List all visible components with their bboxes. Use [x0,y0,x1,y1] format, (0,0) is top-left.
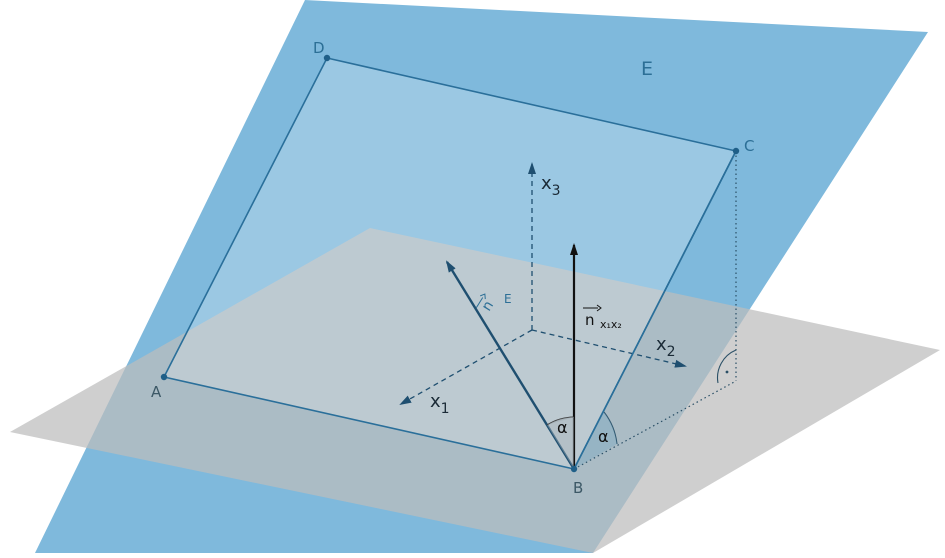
vertex-d [323,54,331,62]
label-x1: x1 [430,391,450,417]
label-plane-e: E [641,58,653,80]
x1-axis [399,329,533,405]
vertex-a [160,373,168,381]
vertex-c [732,147,740,155]
svg-text:x₁x₂: x₁x₂ [600,318,622,331]
angle-arc-planes [603,411,618,445]
label-alpha-planes: α [598,427,609,446]
angle-wedge-normals [547,417,574,469]
label-alpha-normals: α [557,418,568,437]
edge-bc [573,150,737,470]
x2-axis [531,329,687,368]
plane-x1x2 [10,228,940,553]
angle-arc-normals [546,416,575,426]
label-b: B [573,479,583,497]
label-x2: x2 [656,334,676,360]
svg-text:n: n [585,311,595,329]
right-angle-dot [725,370,729,374]
vertex-b [570,465,578,473]
angle-wedge-planes [574,412,617,469]
projection-base [573,380,737,470]
normal-vector-e [445,260,576,470]
label-normal-e-sub: E [504,292,512,306]
label-c: C [744,137,754,155]
label-normal-x1x2: n x₁x₂ [583,304,622,331]
label-a: A [151,383,162,401]
label-d: D [313,39,325,57]
label-x3: x3 [541,173,561,199]
right-angle-marker [716,349,737,384]
